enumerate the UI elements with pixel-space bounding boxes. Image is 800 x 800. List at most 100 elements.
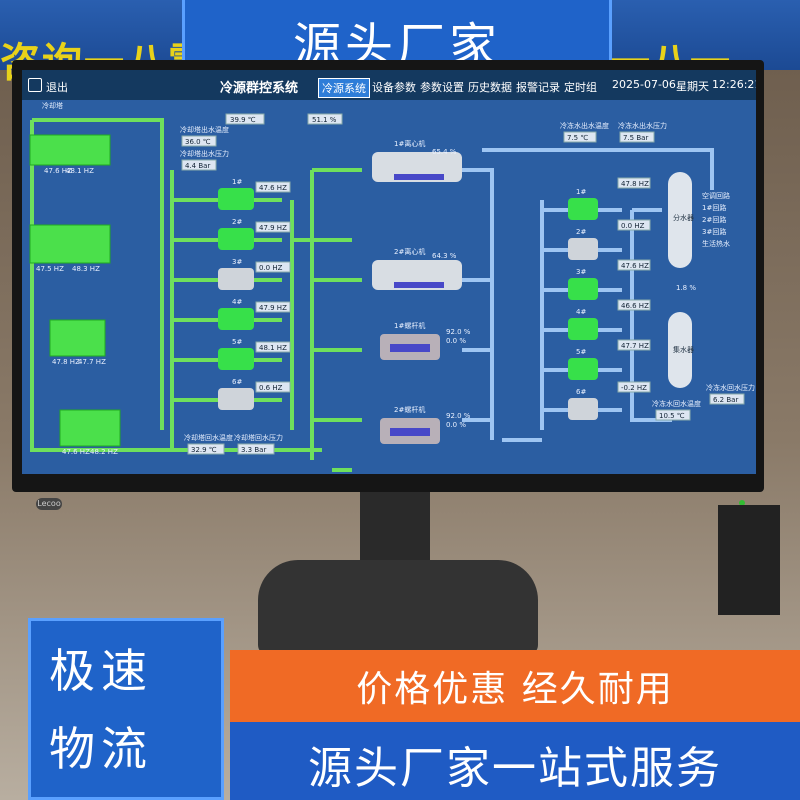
- svg-text:1#: 1#: [232, 178, 242, 186]
- left-reading-label-2: 冷却塔出水压力: [180, 149, 229, 158]
- cooling-tower-bank-3: [49, 319, 106, 357]
- tower-hz-3: 47.5 HZ: [36, 265, 64, 273]
- svg-text:4#: 4#: [232, 298, 242, 306]
- return-header-tank: 集水器: [668, 312, 694, 388]
- tower-hz-5: 47.8 HZ: [52, 358, 80, 366]
- chilled-pump-4: 4#46.6 HZ: [568, 299, 651, 340]
- tab-alarms[interactable]: 报警记录: [516, 81, 560, 94]
- bypass-value: 1.8 %: [676, 284, 696, 292]
- power-led-icon: [739, 500, 745, 506]
- cooling-tower-bank-4: [59, 409, 121, 447]
- cooling-pump-2: 2#47.9 HZ: [218, 218, 291, 250]
- ad-orange-text: 价格优惠 经久耐用: [356, 669, 674, 710]
- cooling-tower-label: 冷却塔: [42, 101, 63, 110]
- right-reading-value-1: 7.5 ℃: [567, 134, 588, 142]
- reading-temp-top: 39.9 ℃: [230, 116, 256, 124]
- ad-left-line-2: 物流: [49, 722, 153, 776]
- reading-humidity-top: 51.1 %: [312, 116, 337, 124]
- branch-label-1: 空调回路: [702, 191, 730, 200]
- right-bottom-label-2: 冷冻水回水温度: [652, 399, 701, 408]
- bottom-reading-label-2: 冷却塔回水压力: [234, 433, 283, 442]
- svg-text:3#: 3#: [576, 268, 586, 276]
- svg-text:分水器: 分水器: [673, 213, 694, 222]
- chilled-pump-1: 1#47.8 HZ: [568, 177, 651, 220]
- cooling-pump-1: 1#47.6 HZ: [218, 178, 291, 210]
- svg-text:48.1 HZ: 48.1 HZ: [259, 344, 287, 352]
- branch-label-4: 3#回路: [702, 227, 726, 236]
- svg-text:92.0 %: 92.0 %: [446, 328, 471, 336]
- branch-label-5: 生活热水: [702, 239, 730, 248]
- svg-text:47.9 HZ: 47.9 HZ: [259, 304, 287, 312]
- system-title: 冷源群控系统: [220, 81, 299, 96]
- cooling-pump-4: 4# 47.9 HZ: [218, 298, 291, 330]
- svg-text:65.4 %: 65.4 %: [432, 148, 457, 156]
- svg-text:2#: 2#: [576, 228, 586, 236]
- svg-text:47.9 HZ: 47.9 HZ: [259, 224, 287, 232]
- tower-hz-2: 48.1 HZ: [66, 167, 94, 175]
- svg-text:4#: 4#: [576, 308, 586, 316]
- right-reading-label-2: 冷冻水出水压力: [618, 121, 667, 130]
- tower-hz-1: 47.6 HZ: [44, 167, 72, 175]
- svg-text:0.6 HZ: 0.6 HZ: [259, 384, 283, 392]
- monitor-stand-base: [258, 560, 538, 655]
- svg-text:92.0 %: 92.0 %: [446, 412, 471, 420]
- scada-screen: 退出 冷源群控系统 冷源系统 设备参数 参数设置 历史数据 报警记录 定时组 2…: [22, 70, 756, 474]
- svg-text:6#: 6#: [232, 378, 242, 386]
- cooling-tower-bank-1: [29, 134, 111, 166]
- tab-device-params[interactable]: 设备参数: [372, 81, 416, 94]
- svg-text:47.6 HZ: 47.6 HZ: [621, 262, 649, 270]
- supply-header-tank: 分水器: [668, 172, 694, 268]
- nav-bar: 退出 冷源群控系统 冷源系统 设备参数 参数设置 历史数据 报警记录 定时组 2…: [22, 70, 756, 100]
- tower-hz-6: 47.7 HZ: [78, 358, 106, 366]
- chilled-pump-6: 6#-0.2 HZ: [568, 381, 651, 420]
- tab-param-settings[interactable]: 参数设置: [420, 81, 464, 94]
- svg-text:集水器: 集水器: [673, 345, 694, 354]
- bottom-reading-value-1: 32.9 ℃: [191, 446, 217, 454]
- chilled-pump-5: 5#47.7 HZ: [568, 339, 651, 380]
- right-bottom-label-1: 冷冻水回水压力: [706, 383, 755, 392]
- bottom-reading-label-1: 冷却塔回水温度: [184, 433, 233, 442]
- svg-text:0.0 HZ: 0.0 HZ: [259, 264, 283, 272]
- svg-text:5#: 5#: [576, 348, 586, 356]
- desk-device: [718, 505, 780, 615]
- tab-timer[interactable]: 定时组: [564, 81, 597, 94]
- right-reading-label-1: 冷冻水出水温度: [560, 121, 609, 130]
- branch-label-2: 1#回路: [702, 203, 726, 212]
- cooling-pump-5: 5#48.1 HZ: [218, 338, 291, 370]
- left-reading-value-2: 4.4 Bar: [185, 162, 210, 170]
- tab-cooling-system[interactable]: 冷源系统: [318, 78, 370, 98]
- bottom-reading-value-2: 3.3 Bar: [241, 446, 266, 454]
- left-reading-value-1: 36.0 ℃: [185, 138, 211, 146]
- right-bottom-value-2: 10.5 ℃: [659, 412, 685, 420]
- home-icon[interactable]: [28, 78, 42, 92]
- ad-blue-bar: [230, 722, 800, 800]
- svg-text:0.0 %: 0.0 %: [446, 337, 466, 345]
- ad-orange-bar: [230, 650, 800, 722]
- left-reading-label-1: 冷却塔出水温度: [180, 125, 229, 134]
- time-text: 12:26:21: [712, 78, 756, 91]
- process-diagram: 冷却塔 47.6 HZ 48.1 HZ 47.5 HZ 48.3 HZ 47.8…: [29, 101, 755, 472]
- date-text: 2025-07-06: [612, 78, 676, 91]
- right-bottom-value-1: 6.2 Bar: [713, 396, 738, 404]
- svg-text:47.8 HZ: 47.8 HZ: [621, 180, 649, 188]
- tower-hz-7: 47.6 HZ: [62, 448, 90, 456]
- branch-label-3: 2#回路: [702, 215, 726, 224]
- tab-history[interactable]: 历史数据: [468, 81, 512, 94]
- cooling-pump-6: 6# 0.6 HZ: [218, 378, 291, 410]
- svg-text:0.0 HZ: 0.0 HZ: [621, 222, 645, 230]
- tower-hz-8: 48.2 HZ: [90, 448, 118, 456]
- tower-hz-4: 48.3 HZ: [72, 265, 100, 273]
- cooling-tower-bank-2: [29, 224, 111, 264]
- chilled-pump-3: 3# 47.6 HZ: [568, 259, 651, 300]
- svg-text:-0.2 HZ: -0.2 HZ: [621, 384, 647, 392]
- right-reading-value-2: 7.5 Bar: [623, 134, 648, 142]
- svg-text:64.3 %: 64.3 %: [432, 252, 457, 260]
- weekday-text: 星期天: [676, 80, 709, 93]
- ad-blue-text: 源头厂家一站式服务: [308, 743, 722, 794]
- exit-button[interactable]: 退出: [46, 81, 68, 94]
- ad-left-box: 极速 物流: [28, 618, 224, 800]
